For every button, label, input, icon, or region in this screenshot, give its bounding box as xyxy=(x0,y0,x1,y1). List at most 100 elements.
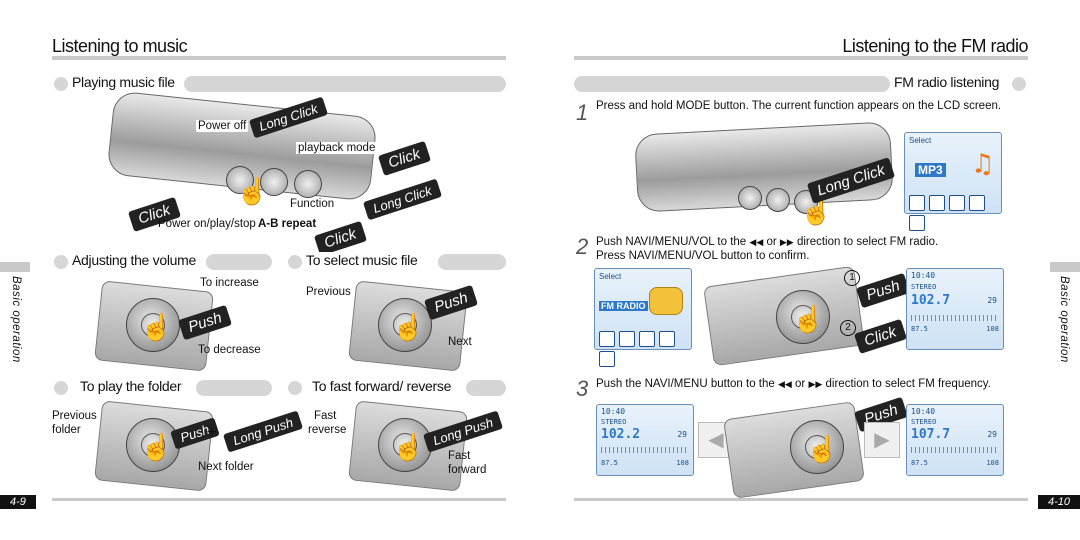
tuning-scale xyxy=(911,315,997,321)
section-fm-title: FM radio listening xyxy=(890,74,1004,90)
frequency-readout: 102.7 xyxy=(911,293,951,308)
mp3-label: MP3 xyxy=(915,163,946,177)
label-to-increase: To increase xyxy=(200,277,259,289)
section-bullet xyxy=(1012,77,1026,91)
lcd-screen-radio-b: 10:40 STEREO 102.2 29 87.5 108 xyxy=(596,404,694,476)
music-note-icon: ♫ xyxy=(974,147,991,180)
label-previous-folder-2: folder xyxy=(52,424,81,436)
tuning-scale xyxy=(601,447,687,453)
step-circle-1: 1 xyxy=(844,270,860,286)
section-playing-title: Playing music file xyxy=(68,74,179,90)
band-low: 87.5 xyxy=(601,459,618,467)
section-ff-title: To fast forward/ reverse xyxy=(308,378,456,394)
step2-text-line2: Press NAVI/MENU/VOL button to confirm. xyxy=(596,250,810,262)
section-bar xyxy=(574,76,890,92)
hand-pointer-icon: ☝ xyxy=(236,176,269,206)
navi-wheel xyxy=(776,290,830,344)
power-button xyxy=(738,186,762,210)
step1-number: 1 xyxy=(576,100,589,125)
label-next: Next xyxy=(448,336,472,348)
fm-radio-label: FM RADIO xyxy=(599,301,648,311)
navi-wheel xyxy=(378,298,432,352)
power-button xyxy=(226,166,254,194)
prev-track-icon: ◀◀ xyxy=(749,237,764,247)
band-high: 108 xyxy=(676,459,689,467)
plus-sign: + xyxy=(207,424,217,441)
tuning-scale xyxy=(911,447,997,453)
label-ab-repeat: A-B repeat xyxy=(258,218,317,230)
step2-text-a: Push NAVI/MENU/VOL to the xyxy=(596,236,747,248)
right-page-title: Listening to the FM radio xyxy=(842,36,1028,56)
section-select-title: To select music file xyxy=(302,252,422,268)
page-number-right: 4-10 xyxy=(1037,495,1080,509)
mode-icon-row xyxy=(599,331,691,371)
label-to-decrease: To decrease xyxy=(198,344,261,356)
section-volume-title: Adjusting the volume xyxy=(68,252,200,268)
left-page-title: Listening to music xyxy=(52,36,188,56)
label-power-off: Power off xyxy=(196,120,249,132)
right-arrow-icon: ▶ xyxy=(864,422,900,458)
mode-button xyxy=(294,170,322,198)
hand-pointer-icon: ☝ xyxy=(392,312,425,342)
volume-readout: 29 xyxy=(987,430,997,439)
page-number-left: 4-9 xyxy=(0,495,36,509)
label-previous-folder-1: Previous xyxy=(52,410,97,422)
badge-long-click-2: Long Click xyxy=(362,178,442,221)
clock-time: 10:40 xyxy=(601,407,626,416)
label-fast-forward-1: Fast xyxy=(448,450,471,462)
section-bar xyxy=(196,380,272,396)
navi-wheel xyxy=(126,418,180,472)
lcd-screen-fm: Select FM RADIO xyxy=(594,268,692,367)
select-label: Select xyxy=(599,272,622,281)
section-bullet xyxy=(54,77,68,91)
badge-push-fm: Push xyxy=(855,272,911,309)
hand-pointer-icon: ☝ xyxy=(792,304,825,334)
side-label-left: Basic operation xyxy=(10,276,22,363)
band-low: 87.5 xyxy=(911,459,928,467)
section-bullet xyxy=(54,381,68,395)
side-tab-left xyxy=(0,262,30,272)
section-bar xyxy=(206,254,272,270)
label-fast-reverse-1: Fast xyxy=(314,410,337,422)
step2-number: 2 xyxy=(576,234,589,259)
next-track-icon: ▶▶ xyxy=(808,379,823,389)
label-power-play-stop: Power on/play/stop xyxy=(158,218,256,230)
section-folder-title: To play the folder xyxy=(76,378,186,394)
step2-text-or: or xyxy=(766,236,777,248)
section-bullet xyxy=(288,255,302,269)
section-bar xyxy=(438,254,506,270)
right-footer-rule xyxy=(574,498,1028,501)
navi-wheel xyxy=(790,420,844,474)
step3-text-or: or xyxy=(795,378,806,390)
label-playback-mode: playback mode xyxy=(296,142,378,154)
label-previous: Previous xyxy=(306,286,351,298)
step2-text-line1: Push NAVI/MENU/VOL to the ◀◀ or ▶▶ direc… xyxy=(596,236,938,248)
hand-pointer-icon: ☝ xyxy=(140,432,173,462)
select-label: Select xyxy=(909,136,932,145)
function-button xyxy=(766,188,790,212)
band-high: 108 xyxy=(986,325,999,333)
label-next-folder: Next folder xyxy=(198,461,254,473)
badge-click: Click xyxy=(377,141,431,176)
lcd-screen-radio-a: 10:40 STEREO 102.7 29 87.5 108 xyxy=(906,268,1004,350)
section-bar xyxy=(466,380,506,396)
side-tab-right xyxy=(1050,262,1080,272)
frequency-readout: 107.7 xyxy=(911,427,951,442)
stereo-label: STEREO xyxy=(911,418,937,426)
section-bar xyxy=(184,76,506,92)
badge-click-3: Click xyxy=(313,221,367,256)
mode-icon-row xyxy=(909,195,1001,235)
section-bullet xyxy=(54,255,68,269)
clock-time: 10:40 xyxy=(911,271,936,280)
left-footer-rule xyxy=(52,498,506,501)
stereo-label: STEREO xyxy=(911,283,937,291)
step3-number: 3 xyxy=(576,376,589,401)
radio-icon xyxy=(649,287,683,315)
label-fast-reverse-2: reverse xyxy=(308,424,347,436)
hand-pointer-icon: ☝ xyxy=(806,434,839,464)
right-title-rule xyxy=(574,56,1028,60)
navi-wheel xyxy=(126,298,180,352)
lcd-screen-mp3: Select MP3 ♫ xyxy=(904,132,1002,231)
hand-pointer-icon: ☝ xyxy=(140,312,173,342)
hand-pointer-icon: ☝ xyxy=(392,432,425,462)
